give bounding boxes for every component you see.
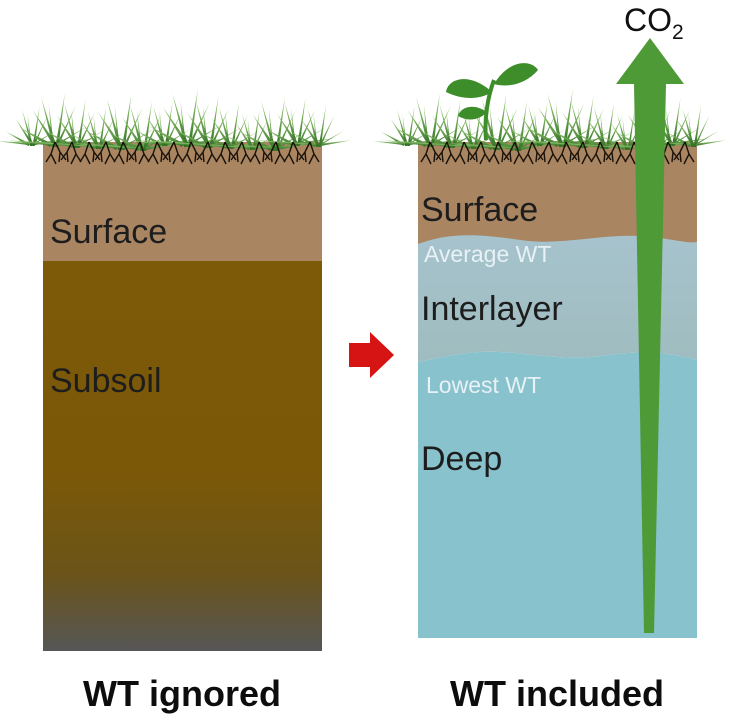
right-caption: WT included [450, 673, 664, 714]
left-subsoil-label: Subsoil [50, 362, 162, 400]
left-grass-icon [0, 89, 352, 151]
grass-tuft [383, 93, 473, 147]
co2-label: CO2 [624, 2, 684, 44]
co2-arrow-icon [616, 38, 684, 633]
process-arrow-icon [349, 332, 394, 378]
average-wt-label: Average WT [424, 241, 551, 267]
interlayer-label: Interlayer [421, 290, 563, 328]
left-surface-label: Surface [50, 213, 167, 251]
left-subsoil-layer [43, 261, 322, 651]
deep-label: Deep [421, 440, 502, 478]
co2-base: CO [624, 2, 672, 38]
right-surface-label: Surface [421, 191, 538, 229]
right-interlayer-zone [418, 235, 697, 362]
plant-sprout-icon [446, 63, 538, 141]
right-deep-zone [418, 351, 697, 638]
co2-subscript: 2 [672, 21, 684, 44]
grass-tuft [8, 93, 98, 147]
left-caption: WT ignored [83, 673, 281, 714]
lowest-wt-label: Lowest WT [426, 372, 541, 398]
right-grass-icon [373, 89, 727, 151]
